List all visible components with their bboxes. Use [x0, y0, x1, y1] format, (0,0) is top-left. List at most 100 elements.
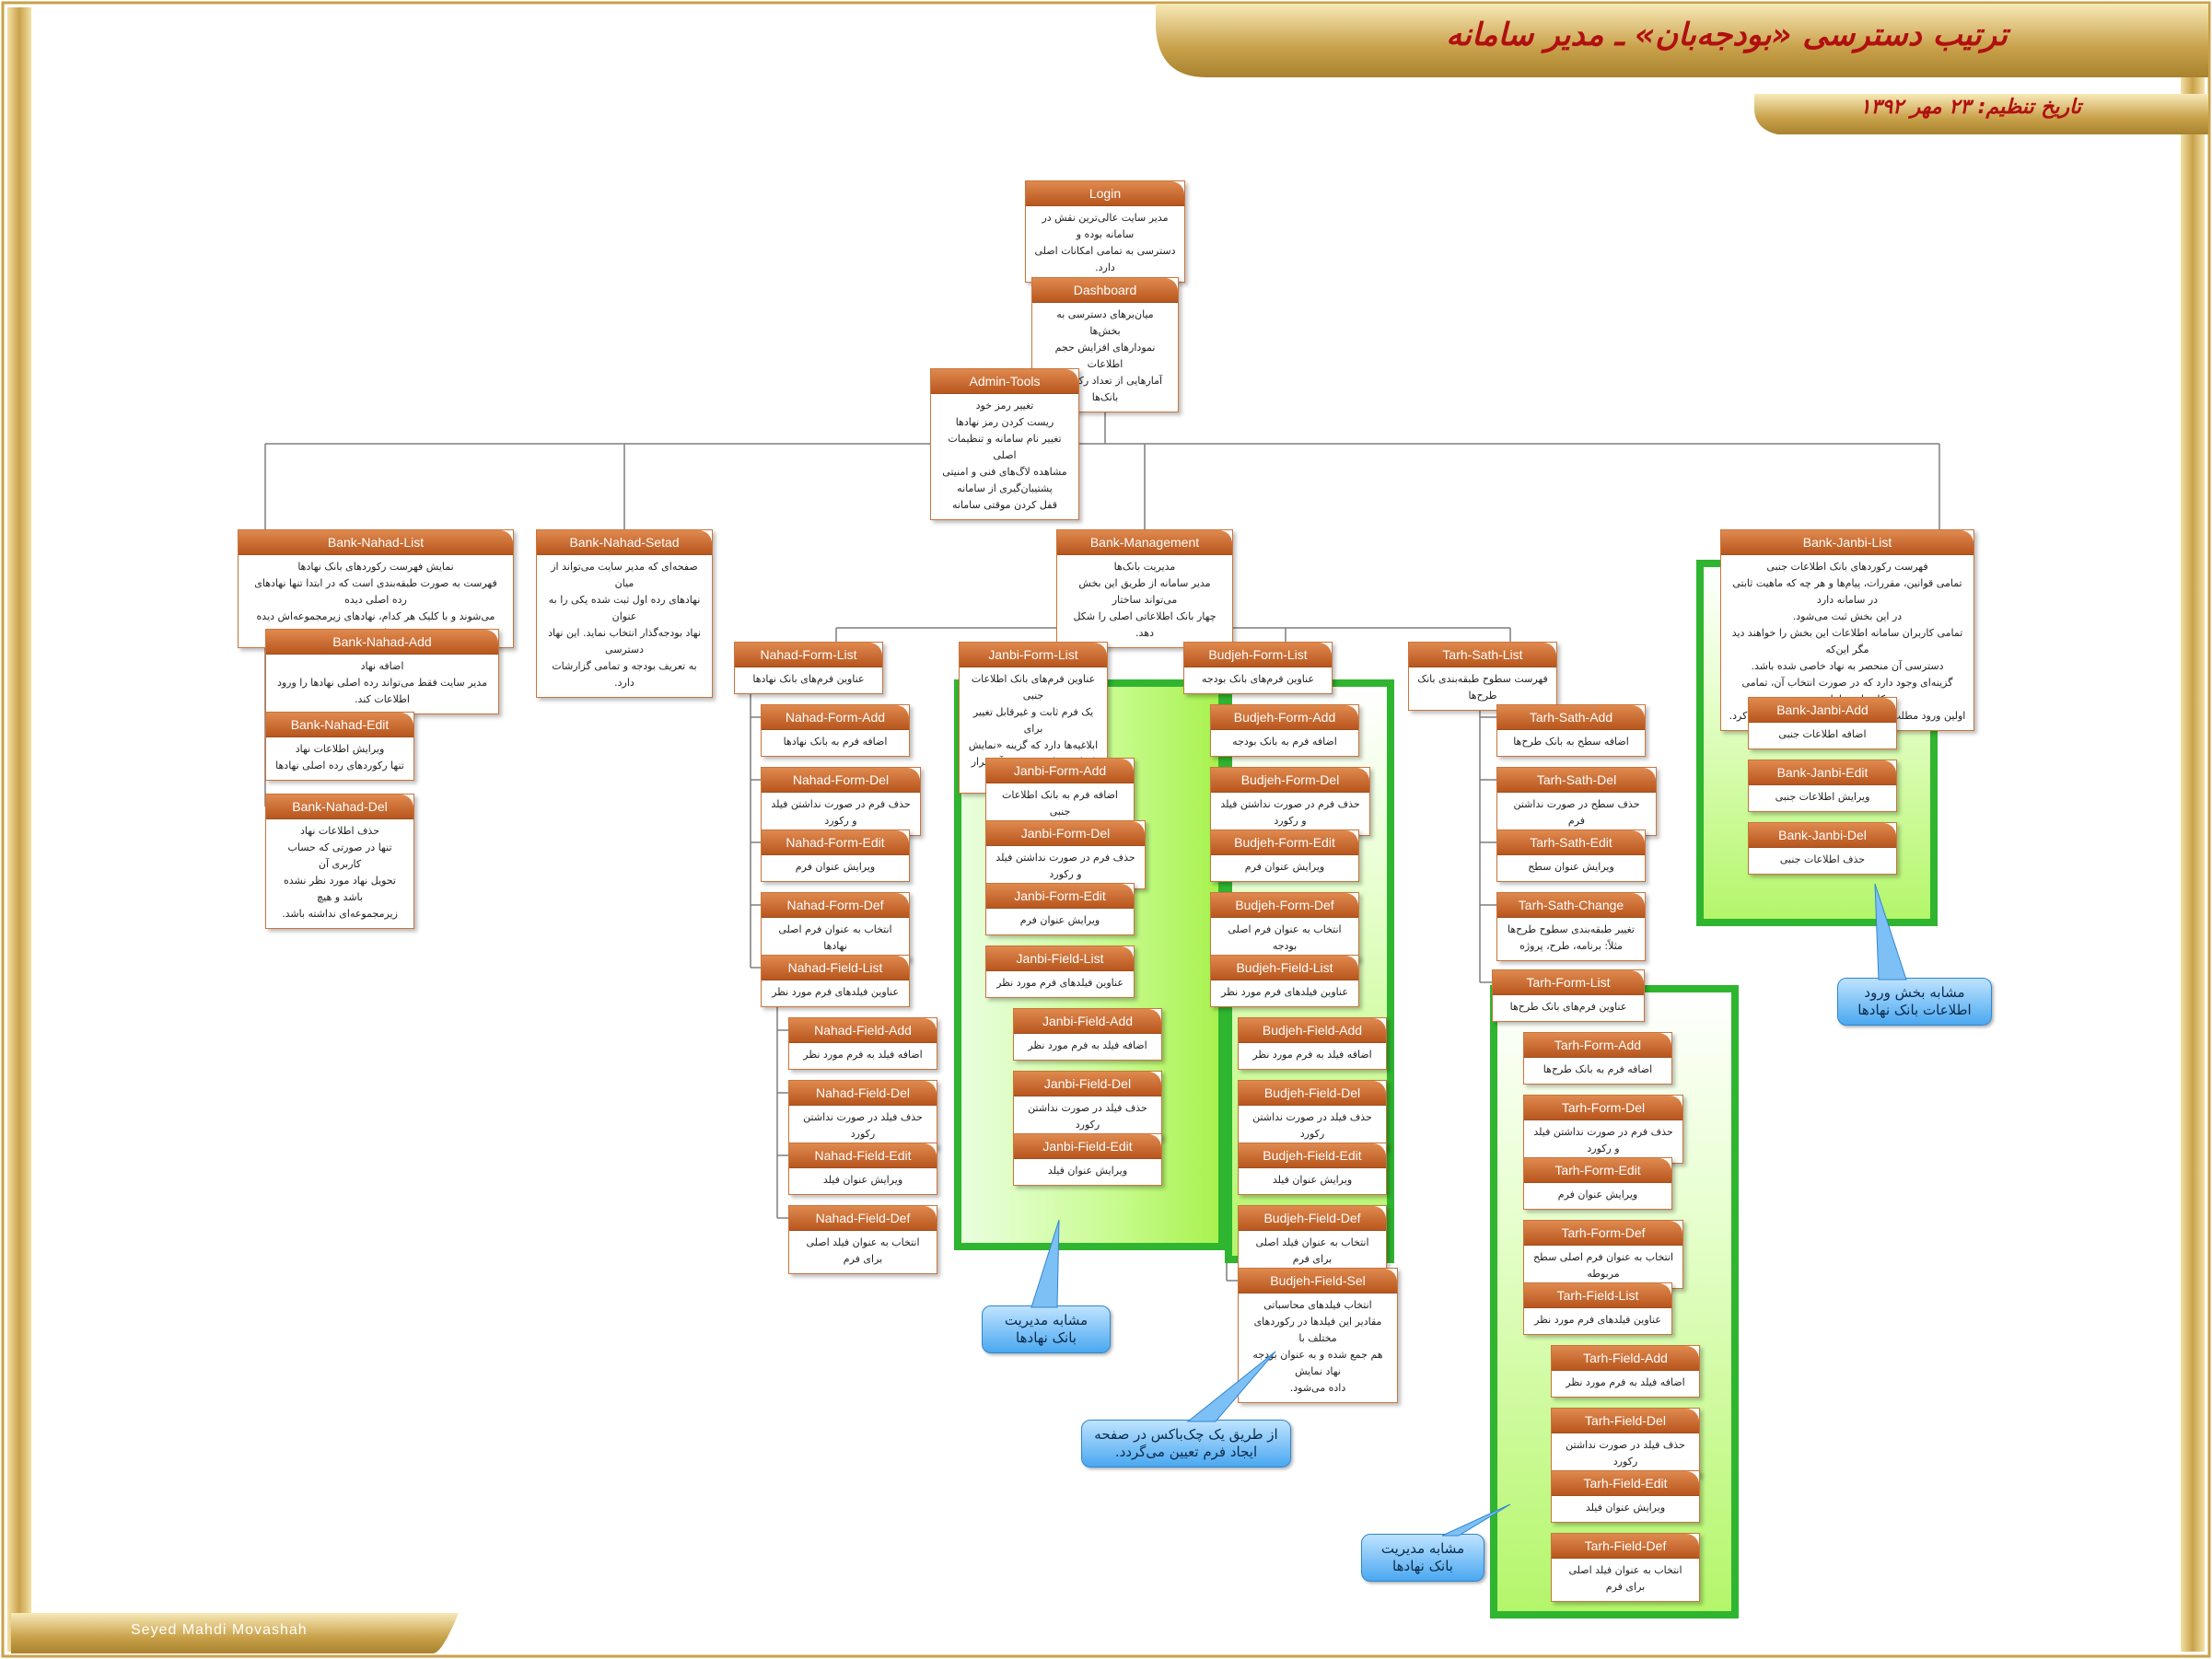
callout-line: مشابه مدیریت	[1380, 1540, 1465, 1557]
node-description: اضافه فیلد به فرم مورد نظر	[1239, 1043, 1386, 1069]
node-description-line: مشاهده لاگ‌های فنی و امنیتی	[942, 466, 1067, 478]
callout-line: مشابه بخش ورود	[1864, 984, 1965, 1001]
node-title: Bank-Nahad-Add	[266, 630, 498, 655]
node-title: Login	[1026, 181, 1184, 206]
node-description-line: ویرایش عنوان فیلد	[1585, 1502, 1666, 1514]
node-title: Tarh-Sath-List	[1409, 643, 1556, 667]
node-description-line: داده می‌شود.	[1289, 1382, 1346, 1394]
node-description-line: حذف فرم در صورت نداشتن فیلد و رکورد	[995, 852, 1135, 880]
node-description-line: اضافه سطح به بانک طرح‌ها	[1513, 736, 1629, 748]
node-description-line: ویرایش عنوان فیلد	[1047, 1165, 1128, 1177]
node-description-line: نمایش فهرست رکوردهای بانک نهادها	[297, 561, 454, 573]
callout-line: اطلاعات بانک نهادها	[1857, 1002, 1972, 1018]
node-title: Nahad-Form-Add	[762, 705, 909, 730]
node-description-line: اضافه فیلد به فرم مورد نظر	[1566, 1376, 1685, 1388]
node-title: Bank-Janbi-Del	[1749, 823, 1896, 848]
node-description-line: انتخاب به عنوان فرم اصلی سطح مربوطه	[1532, 1251, 1674, 1280]
node-description: اضافه فرم به بانک نهادها	[762, 730, 909, 756]
node-description-line: یک فرم ثابت و غیرقابل تغییر برای	[972, 706, 1094, 735]
node-janbi-field-edit[interactable]: Janbi-Field-Edit ویرایش عنوان فیلد	[1013, 1133, 1162, 1186]
node-title: Janbi-Form-List	[960, 643, 1107, 667]
node-description: حذف فیلد در صورت نداشتن رکورد	[789, 1106, 937, 1148]
node-description-line: مدیریت بانک‌ها	[1113, 561, 1176, 573]
node-description: انتخاب به عنوان فیلد اصلی برای فرم	[1239, 1231, 1386, 1273]
callout-line: مشابه مدیریت	[1004, 1312, 1089, 1328]
node-tarh-field-edit[interactable]: Tarh-Field-Edit ویرایش عنوان فیلد	[1551, 1470, 1700, 1523]
node-title: Budjeh-Field-List	[1211, 956, 1358, 980]
node-description-line: تغییر نام سامانه و تنظیمات اصلی	[948, 433, 1062, 461]
node-title: Budjeh-Form-List	[1184, 643, 1332, 667]
node-description: ویرایش عنوان فیلد	[789, 1168, 937, 1194]
node-description-line: میان‌برهای دسترسی به بخش‌ها	[1056, 308, 1154, 337]
node-description: حذف فیلد در صورت نداشتن رکورد	[1239, 1106, 1386, 1148]
node-description-line: زیرمجموعه‌ای نداشته باشد.	[282, 908, 398, 920]
node-description-line: فهرست رکوردهای بانک اطلاعات جنبی	[1766, 561, 1928, 573]
node-title: Budjeh-Form-Def	[1211, 893, 1358, 918]
node-description-line: ریست کردن رمز نهادها	[955, 416, 1054, 428]
node-title: Bank-Nahad-Setad	[537, 530, 712, 555]
node-description-line: حذف اطلاعات نهاد	[300, 825, 379, 837]
node-title: Nahad-Field-Edit	[789, 1143, 937, 1168]
node-description-line: اضافه فیلد به فرم مورد نظر	[803, 1049, 923, 1061]
node-description-line: عناوین فرم‌های بانک اطلاعات جنبی	[971, 673, 1096, 702]
node-description: حذف فرم در صورت نداشتن فیلد و رکورد	[762, 793, 920, 835]
node-title: Janbi-Field-Edit	[1014, 1134, 1161, 1159]
node-title: Tarh-Field-Edit	[1552, 1471, 1699, 1496]
node-description-line: ویرایش عنوان فیلد	[1272, 1174, 1353, 1186]
